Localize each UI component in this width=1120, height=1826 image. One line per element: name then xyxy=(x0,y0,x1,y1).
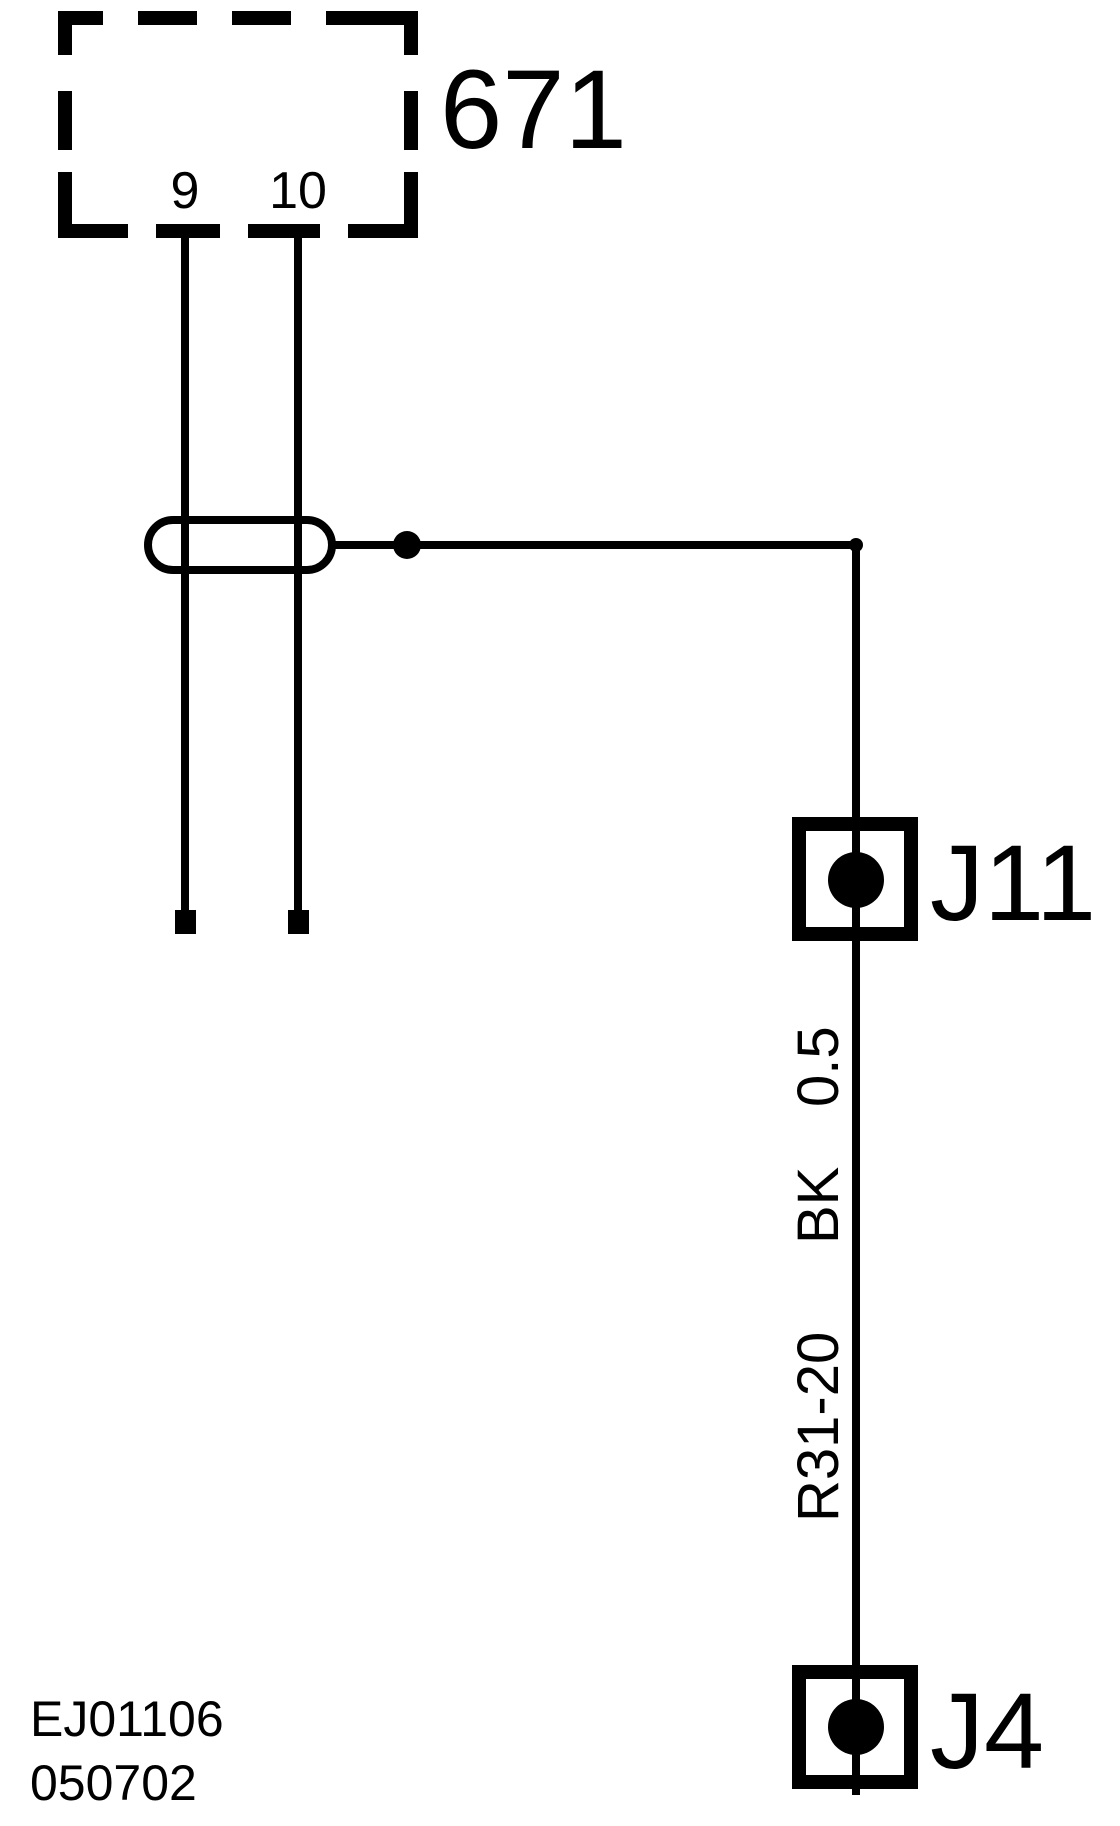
splice-dot xyxy=(393,531,421,559)
connector-j4-label: J4 xyxy=(930,1670,1044,1791)
wire-size-label: 0.5 xyxy=(786,1026,851,1107)
shield-oval xyxy=(144,516,336,574)
drawing-code: EJ01106 xyxy=(30,1691,224,1747)
connector-j11-pin xyxy=(828,852,884,908)
wire-end-pin-10 xyxy=(288,910,309,934)
pin-9-label: 9 xyxy=(171,162,200,220)
component-box xyxy=(58,11,418,238)
connector-j4-box xyxy=(792,1665,918,1789)
component-id: 671 xyxy=(440,47,627,172)
wire-circuit-label: R31-20 xyxy=(786,1332,851,1522)
wire-end-pin-9 xyxy=(175,910,196,934)
connector-j4-pin xyxy=(828,1699,884,1755)
pin-10-label: 10 xyxy=(269,162,327,220)
connector-j11-label: J11 xyxy=(930,822,1096,943)
connector-j11-box xyxy=(792,817,918,941)
drawing-date: 050702 xyxy=(30,1755,197,1811)
wire-color-label: BK xyxy=(786,1166,851,1244)
